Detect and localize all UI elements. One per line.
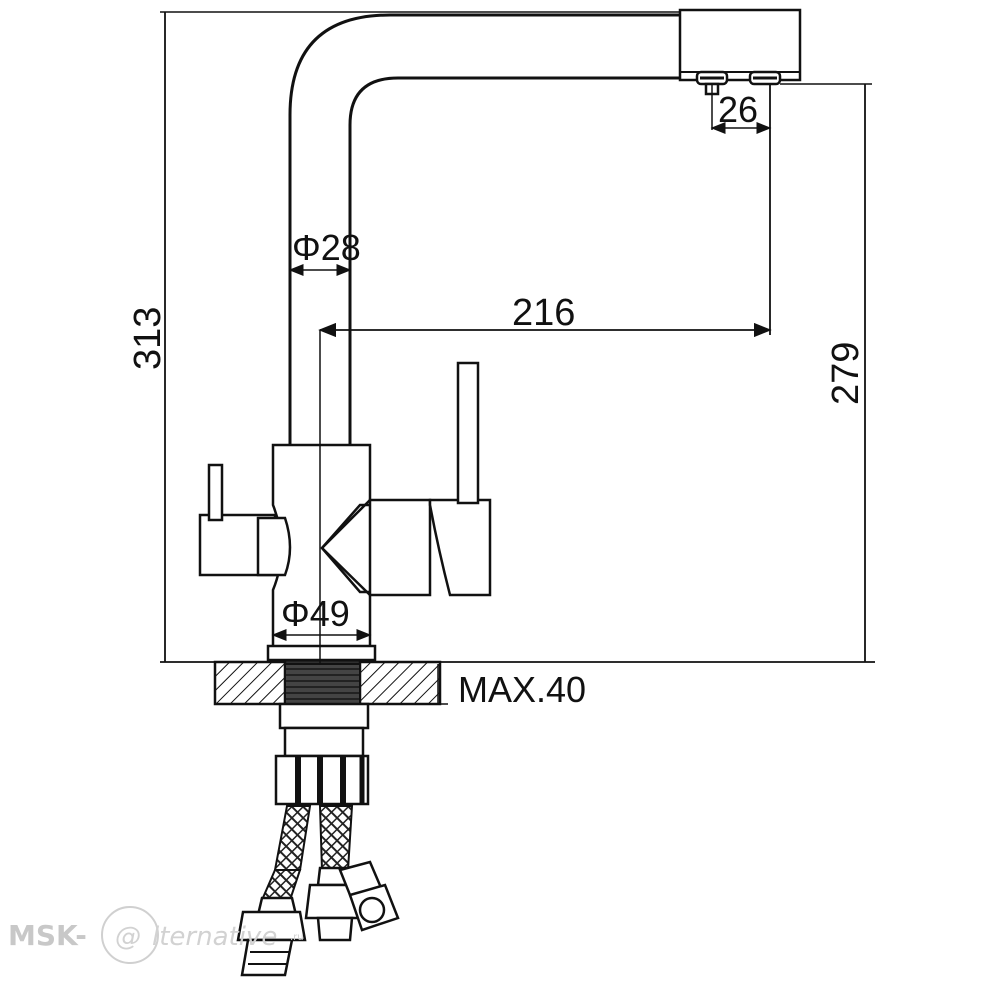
spout <box>288 8 802 445</box>
dim-label-313: 313 <box>127 307 169 370</box>
hose-connector-right <box>338 860 400 932</box>
hose-connector-left <box>236 896 307 977</box>
countertop-section <box>213 660 442 706</box>
underside-fittings <box>274 702 370 806</box>
left-lever <box>207 463 224 522</box>
dimension-lines <box>160 11 875 705</box>
dim-label-216: 216 <box>512 292 575 334</box>
watermark-left: MSK- <box>8 919 87 952</box>
watermark-at: @ <box>115 922 141 952</box>
base-flange <box>266 644 377 662</box>
watermark-domain: .ru <box>290 932 304 943</box>
dim-label-max-40: MAX.40 <box>458 669 586 710</box>
faucet-body <box>198 361 492 662</box>
dim-label-body-diameter: Φ49 <box>281 593 350 634</box>
dim-label-279: 279 <box>825 342 867 405</box>
watermark: MSK- @ lternative .ru <box>8 906 304 964</box>
dim-label-spout-diameter: Φ28 <box>292 227 361 268</box>
watermark-right: lternative <box>152 922 277 952</box>
spout-head <box>678 8 802 82</box>
supply-hoses <box>236 805 400 977</box>
dim-label-26: 26 <box>718 89 758 130</box>
right-lever <box>456 361 480 505</box>
